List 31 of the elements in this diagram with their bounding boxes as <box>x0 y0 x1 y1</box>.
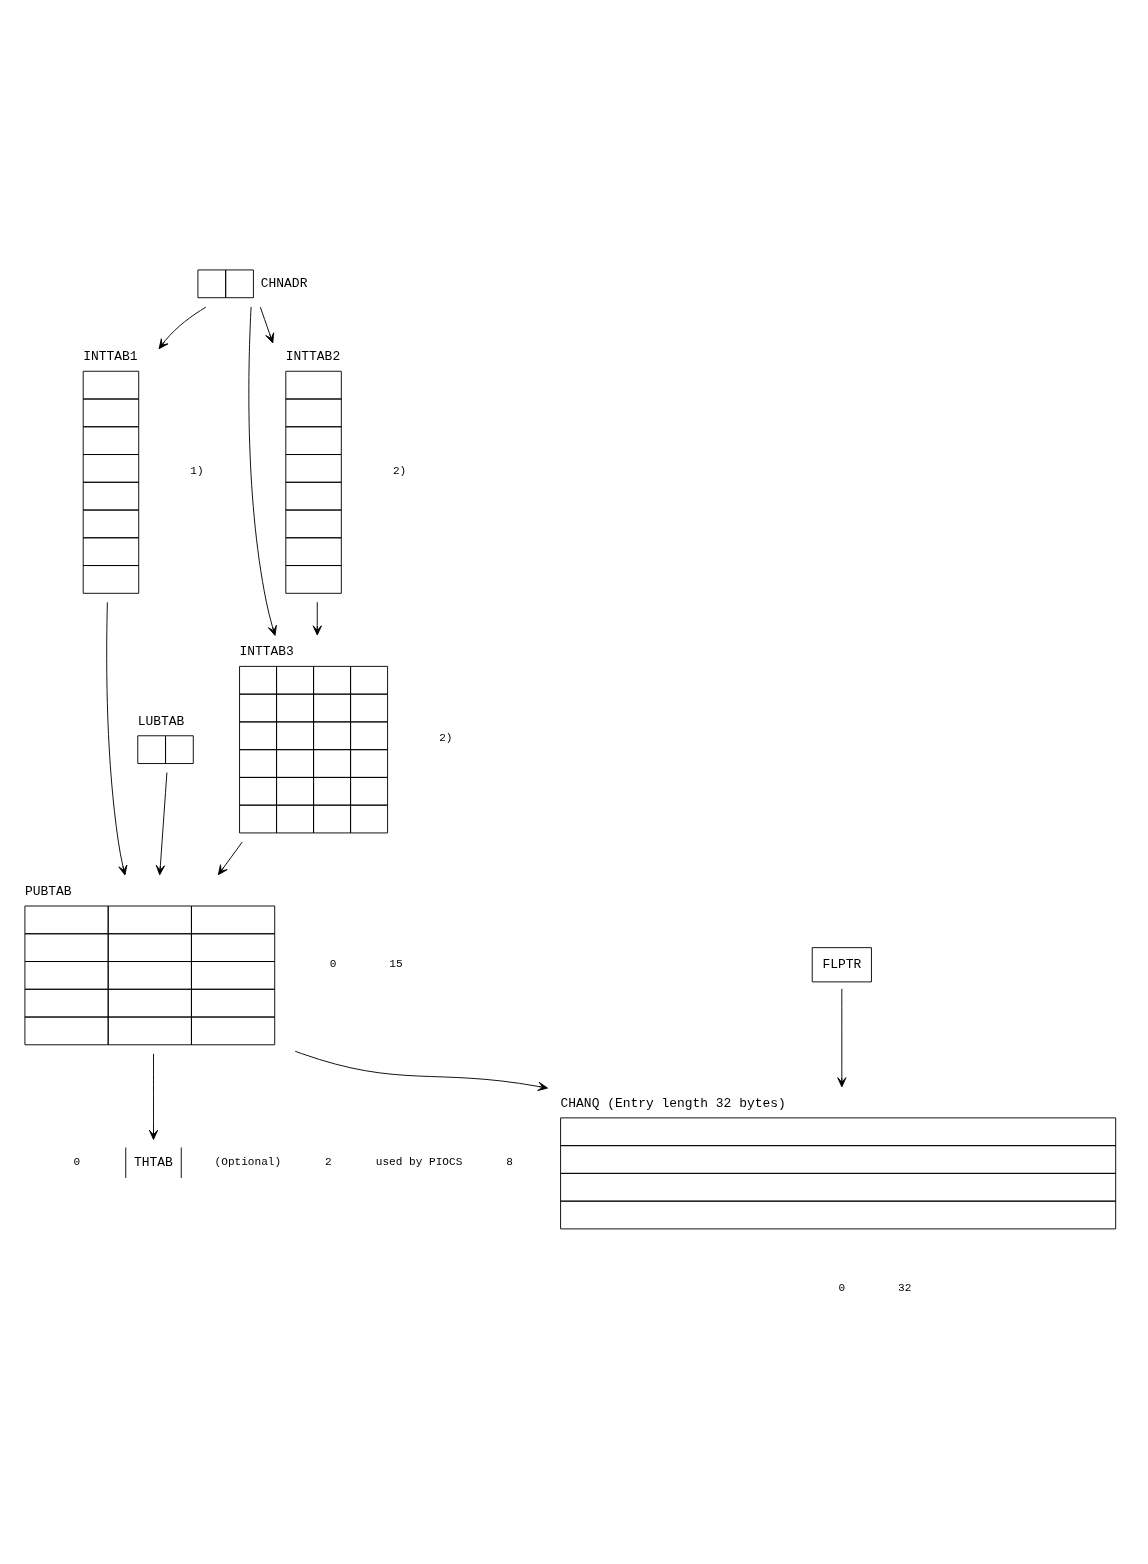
label: 2) <box>392 464 407 477</box>
node-label: CHNADR <box>260 275 308 291</box>
node-label: INTTAB3 <box>239 643 294 659</box>
label: 0 <box>838 1281 846 1294</box>
label: used by PIOCS <box>375 1155 463 1168</box>
label: (Optional) <box>214 1155 282 1168</box>
arrow <box>148 1052 159 1140</box>
arrow <box>837 987 847 1087</box>
arrow <box>106 601 128 875</box>
label: 0 <box>73 1155 81 1168</box>
node-label: INTTAB2 <box>285 348 341 364</box>
arrow <box>158 306 207 349</box>
label: 0 <box>329 957 337 970</box>
node-box: FLPTR <box>811 946 872 982</box>
arrow <box>248 306 277 636</box>
node-label: LUBTAB <box>137 713 185 729</box>
arrow <box>217 840 243 875</box>
label: 2) <box>439 731 453 744</box>
arrow <box>294 1050 548 1091</box>
label: 2 <box>325 1155 332 1168</box>
arrow <box>259 306 275 343</box>
node-label: PUBTAB <box>24 883 72 899</box>
label: 1) <box>190 464 204 477</box>
label: 32 <box>898 1281 912 1294</box>
node-text: THTAB <box>134 1154 173 1170</box>
node-label: INTTAB1 <box>83 348 138 364</box>
label: 8 <box>506 1155 514 1168</box>
label: 15 <box>389 957 403 970</box>
arrow <box>155 771 168 875</box>
node-label: CHANQ (Entry length 32 bytes) <box>560 1095 786 1111</box>
arrow <box>312 601 322 635</box>
